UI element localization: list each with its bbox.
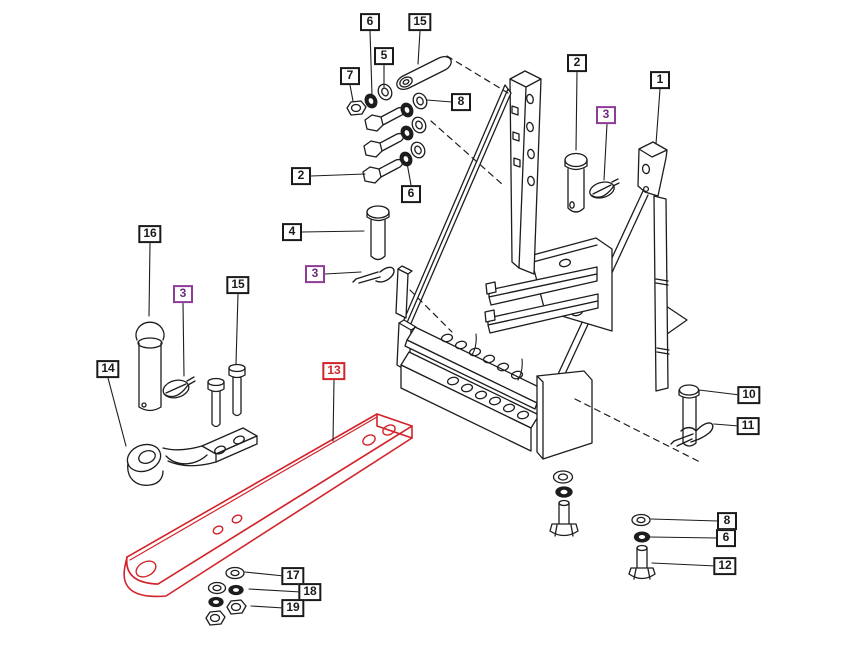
spacer-15 [396, 56, 452, 90]
mast [509, 70, 542, 275]
nut-7 [346, 100, 367, 116]
callout-16[interactable]: 16 [138, 225, 162, 243]
callout-17[interactable]: 17 [281, 567, 305, 585]
step-treads [484, 266, 599, 334]
part-strap-1 [637, 141, 688, 392]
part-clevis-bracket-14 [126, 427, 258, 486]
callout-1[interactable]: 1 [650, 71, 670, 89]
callout-12[interactable]: 12 [713, 557, 737, 575]
bolt-row-1 [364, 92, 428, 132]
frame-assembly [395, 70, 688, 460]
callout-5[interactable]: 5 [374, 47, 394, 65]
callout-2[interactable]: 2 [567, 54, 587, 72]
callout-10[interactable]: 10 [737, 386, 761, 404]
callout-11[interactable]: 11 [736, 417, 760, 435]
callout-15[interactable]: 15 [408, 13, 432, 31]
part-clevis-pin-4 [352, 205, 395, 284]
callout-6[interactable]: 6 [360, 13, 380, 31]
part-drawbar-13-highlighted[interactable] [123, 413, 413, 598]
bolt-row-3 [362, 141, 426, 184]
callout-14[interactable]: 14 [96, 360, 120, 378]
hardware-stack-bottom-right [628, 513, 656, 580]
part-bolts-15 [207, 363, 246, 428]
part-retainer-3-center [589, 178, 620, 199]
hardware-group-top-left [346, 56, 452, 184]
callout-15[interactable]: 15 [226, 276, 250, 294]
callout-3[interactable]: 3 [305, 265, 325, 283]
construction-dashed-lines [409, 55, 701, 463]
part-retainer-3-left [162, 376, 196, 399]
callout-19[interactable]: 19 [281, 599, 305, 617]
hairpin-cotter-3 [352, 266, 395, 284]
callout-6[interactable]: 6 [716, 529, 736, 547]
hardware-stack-bottom-center [549, 470, 579, 537]
washer-5 [377, 83, 393, 101]
callout-2[interactable]: 2 [291, 167, 311, 185]
part-clevis-pin-2 [564, 152, 588, 213]
callout-13[interactable]: 13 [322, 362, 346, 380]
callout-8[interactable]: 8 [451, 93, 471, 111]
callout-3[interactable]: 3 [596, 106, 616, 124]
callout-8[interactable]: 8 [717, 512, 737, 530]
hardware-stack-under-drawbar [205, 566, 247, 626]
callout-4[interactable]: 4 [282, 223, 302, 241]
bolt-row-2 [363, 116, 427, 158]
leader-lines [107, 30, 741, 609]
callout-7[interactable]: 7 [340, 67, 360, 85]
step-end-plate [536, 370, 593, 460]
callout-3[interactable]: 3 [173, 285, 193, 303]
part-lift-pin-16 [135, 321, 165, 412]
callout-6[interactable]: 6 [401, 185, 421, 203]
callout-18[interactable]: 18 [298, 583, 322, 601]
part-hairpin-11 [670, 422, 714, 447]
perforated-treads [400, 326, 546, 452]
